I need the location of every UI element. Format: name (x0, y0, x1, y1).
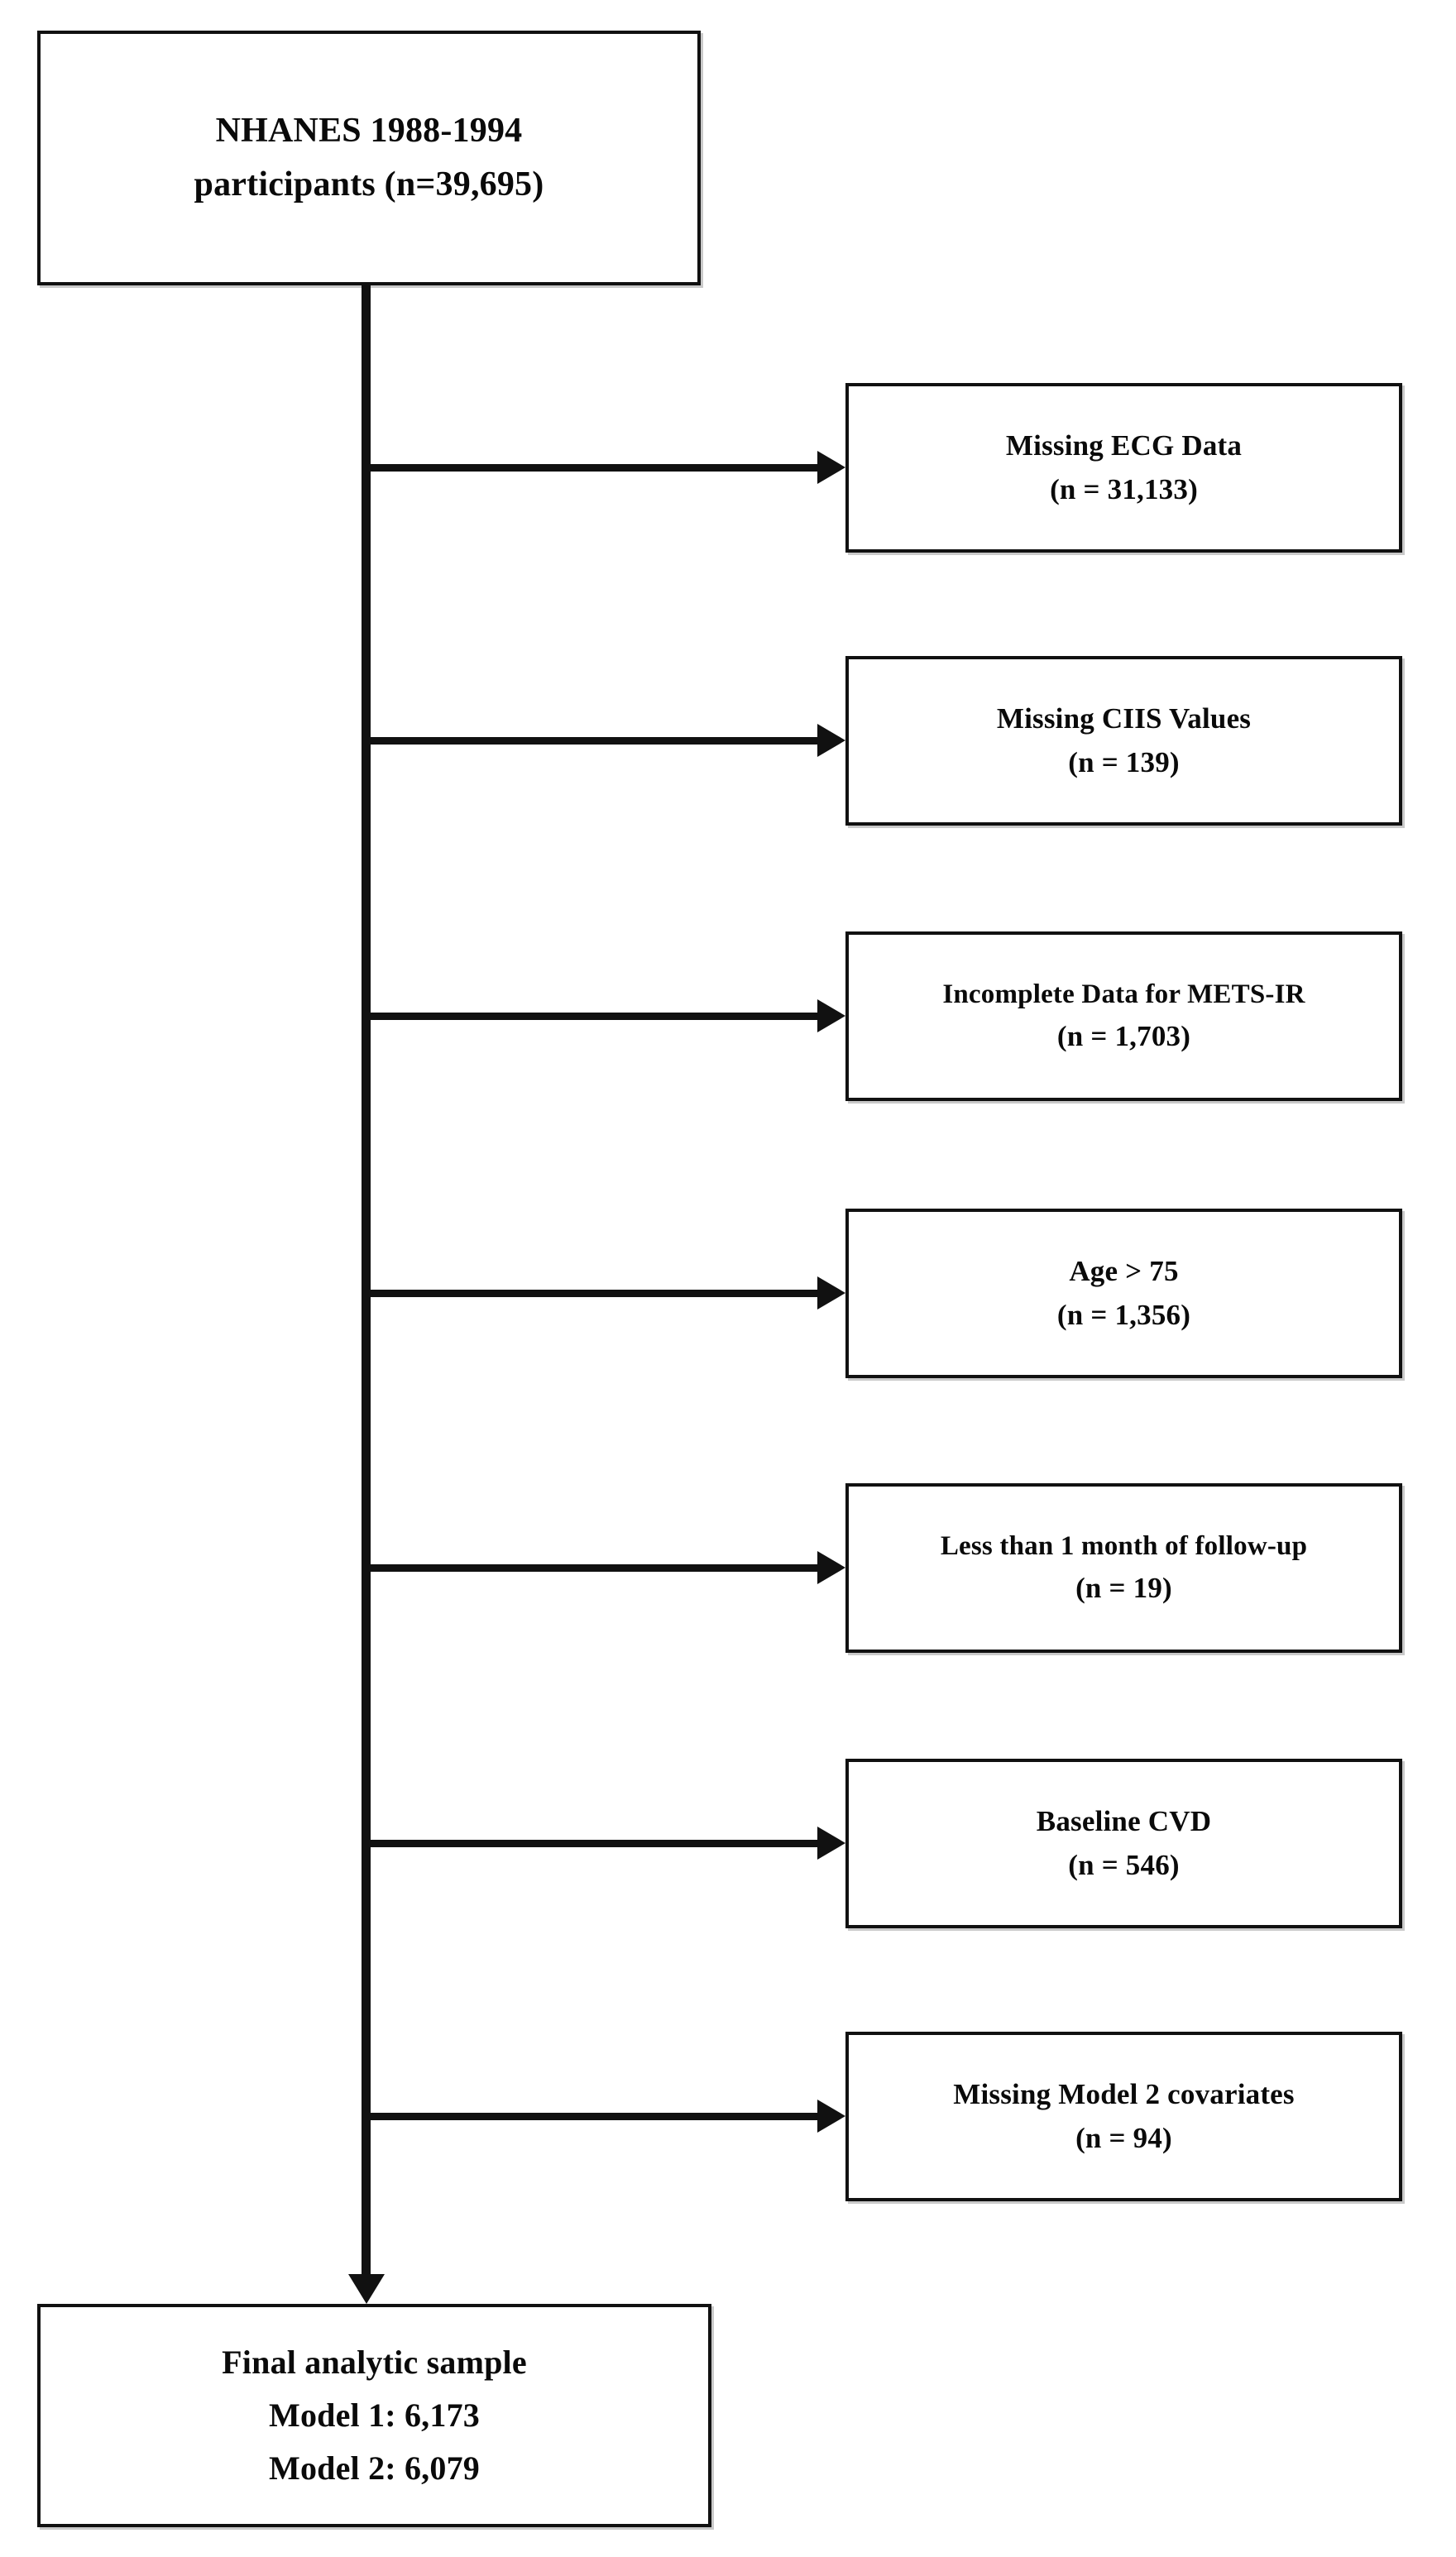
exclusion-box-6: Baseline CVD (n = 546) (845, 1759, 1402, 1928)
exclusion-label-7: Missing Model 2 covariates (953, 2078, 1295, 2110)
final-line-3: Model 2: 6,079 (269, 2449, 480, 2487)
exclusion-count-5: (n = 19) (1075, 1572, 1172, 1604)
source-population-box: NHANES 1988-1994 participants (n=39,695) (37, 31, 701, 285)
exclusion-box-5: Less than 1 month of follow-up (n = 19) (845, 1483, 1402, 1653)
final-sample-box: Final analytic sample Model 1: 6,173 Mod… (37, 2304, 711, 2527)
exclusion-arrowhead-6 (817, 1827, 845, 1860)
source-line-2: participants (n=39,695) (194, 165, 544, 204)
exclusion-label-1: Missing ECG Data (1005, 429, 1243, 462)
final-arrowhead (348, 2274, 385, 2304)
exclusion-arrowhead-1 (817, 451, 845, 484)
exclusion-box-2: Missing CIIS Values (n = 139) (845, 656, 1402, 826)
exclusion-connector-7 (366, 2113, 817, 2120)
final-line-1: Final analytic sample (222, 2344, 527, 2381)
exclusion-arrowhead-4 (817, 1276, 845, 1310)
exclusion-label-2: Missing CIIS Values (996, 702, 1252, 735)
exclusion-count-6: (n = 546) (1068, 1848, 1180, 1881)
exclusion-connector-2 (366, 737, 817, 745)
exclusion-count-3: (n = 1,703) (1056, 1020, 1191, 1052)
exclusion-label-3: Incomplete Data for METS-IR (942, 979, 1305, 1009)
exclusion-arrowhead-5 (817, 1551, 845, 1584)
exclusion-connector-5 (366, 1564, 817, 1572)
exclusion-arrowhead-3 (817, 999, 845, 1032)
exclusion-label-5: Less than 1 month of follow-up (940, 1530, 1308, 1561)
final-line-2: Model 1: 6,173 (269, 2397, 480, 2434)
exclusion-box-4: Age > 75 (n = 1,356) (845, 1209, 1402, 1378)
exclusion-arrowhead-2 (817, 724, 845, 757)
exclusion-connector-1 (366, 464, 817, 472)
exclusion-box-1: Missing ECG Data (n = 31,133) (845, 383, 1402, 553)
exclusion-connector-4 (366, 1290, 817, 1297)
exclusion-count-1: (n = 31,133) (1050, 472, 1198, 505)
exclusion-connector-6 (366, 1840, 817, 1847)
main-flow-spine (362, 285, 371, 2294)
exclusion-box-3: Incomplete Data for METS-IR (n = 1,703) (845, 931, 1402, 1101)
exclusion-connector-3 (366, 1013, 817, 1020)
source-line-1: NHANES 1988-1994 (215, 111, 523, 150)
exclusion-count-4: (n = 1,356) (1056, 1298, 1191, 1331)
exclusion-arrowhead-7 (817, 2100, 845, 2133)
exclusion-box-7: Missing Model 2 covariates (n = 94) (845, 2032, 1402, 2201)
exclusion-label-4: Age > 75 (1069, 1255, 1179, 1287)
exclusion-label-6: Baseline CVD (1036, 1805, 1212, 1837)
exclusion-count-2: (n = 139) (1068, 745, 1180, 778)
exclusion-count-7: (n = 94) (1075, 2121, 1172, 2154)
